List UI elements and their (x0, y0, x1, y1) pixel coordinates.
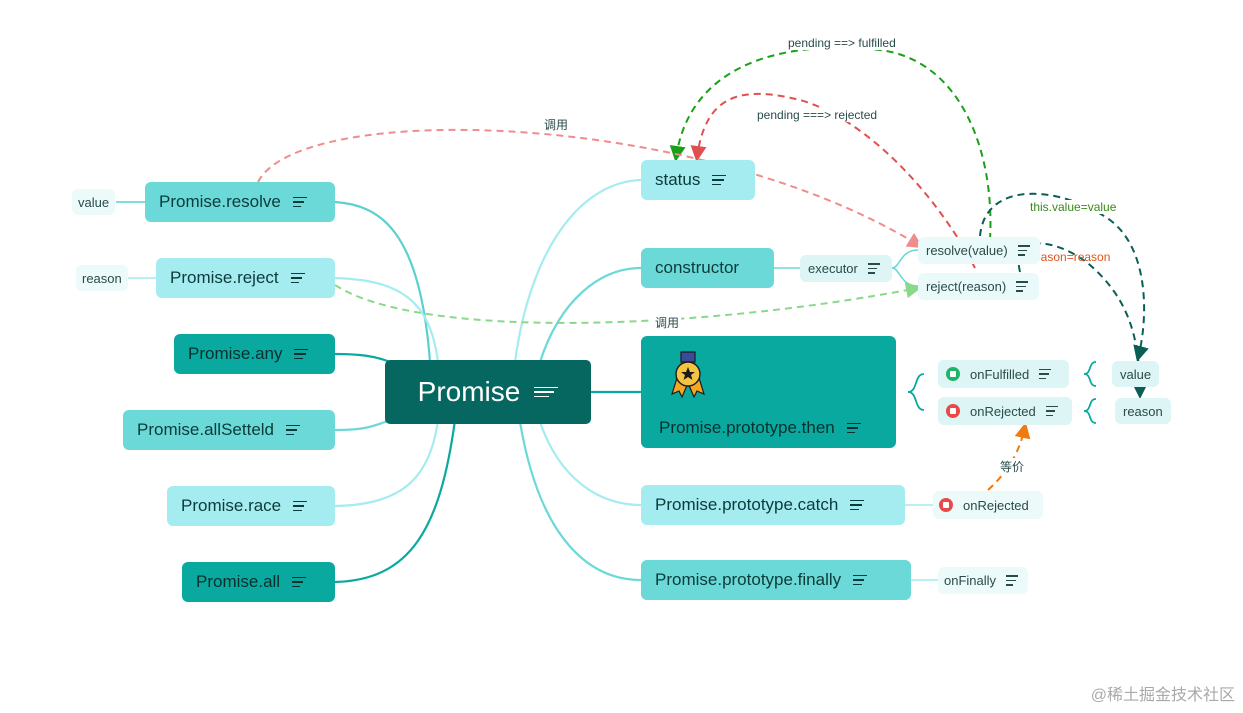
edge-allsetteld (334, 418, 391, 432)
edge-race (334, 419, 440, 508)
arrow-call-reject (334, 282, 922, 324)
label-equivalent: 等价 (998, 458, 1027, 475)
node-label: Promise.any (188, 344, 283, 363)
notes-icon (712, 172, 727, 189)
notes-icon (294, 346, 309, 363)
node-promise-resolve[interactable]: Promise.resolve (145, 182, 335, 222)
medal-icon (671, 351, 705, 399)
notes-icon (292, 574, 307, 591)
node-label: Promise.reject (170, 268, 279, 287)
notes-icon (534, 384, 559, 401)
notes-icon (1006, 572, 1019, 589)
watermark: @稀土掘金技术社区 (1090, 687, 1235, 704)
arrow-this-value (979, 192, 1149, 362)
arrow-call-resolve (257, 128, 924, 249)
notes-icon (292, 194, 307, 211)
node-label: onFinally (944, 573, 997, 588)
node-then-reason[interactable]: reason (1115, 398, 1171, 424)
node-onfulfilled[interactable]: onFulfilled (938, 360, 1069, 388)
notes-icon (286, 422, 301, 439)
node-label: Promise.allSetteld (137, 420, 275, 439)
label-pending-fulfilled: pending ==> fulfilled (786, 36, 898, 50)
node-label: Promise.race (181, 496, 282, 515)
flag-icon (939, 498, 953, 512)
node-label: Promise.prototype.finally (655, 570, 842, 589)
node-label: value (1120, 366, 1152, 382)
node-promise-any[interactable]: Promise.any (174, 334, 335, 374)
root-label: Promise (417, 376, 521, 407)
node-label: Promise.all (196, 572, 281, 591)
notes-icon (1039, 366, 1052, 383)
node-label: Promise.prototype.then (659, 418, 835, 437)
node-label: executor (808, 261, 858, 276)
node-executor[interactable]: executor (800, 255, 892, 282)
node-prototype-finally[interactable]: Promise.prototype.finally (641, 560, 911, 600)
star-badge-icon (946, 367, 960, 381)
node-label: reject(reason) (926, 279, 1007, 294)
node-label: Promise.resolve (159, 192, 281, 211)
node-label: reason (1123, 403, 1163, 419)
root-node-promise[interactable]: Promise (385, 360, 591, 424)
node-label: onRejected (963, 497, 1029, 513)
notes-icon (867, 260, 880, 277)
label-this-value: this.value=value (1028, 200, 1119, 214)
node-status[interactable]: status (641, 160, 755, 200)
node-label: onFulfilled (970, 366, 1030, 382)
notes-icon (853, 572, 868, 589)
param-label: reason (82, 270, 122, 286)
node-label: Promise.prototype.catch (655, 495, 839, 514)
edge-any (334, 352, 391, 364)
label-call-resolve: 调用 (542, 116, 571, 133)
brace-rejected (1083, 398, 1097, 424)
node-promise-allsetteld[interactable]: Promise.allSetteld (123, 410, 335, 450)
notes-icon (1016, 278, 1029, 295)
notes-icon (1017, 242, 1030, 259)
label-call-reject: 调用 (653, 314, 682, 331)
node-promise-all[interactable]: Promise.all (182, 562, 335, 602)
arrow-pending-fulfilled (669, 46, 992, 241)
param-label: value (78, 194, 110, 210)
arrow-pending-rejected (690, 92, 976, 269)
node-label: resolve(value) (926, 243, 1008, 258)
star-badge-icon (946, 404, 960, 418)
notes-icon (850, 497, 865, 514)
edge-catch (538, 421, 642, 507)
edge-executor-resolve (891, 249, 919, 269)
node-onrejected[interactable]: onRejected (938, 397, 1072, 425)
node-catch-onrejected[interactable]: onRejected (933, 491, 1043, 519)
notes-icon (846, 420, 861, 437)
notes-icon (293, 498, 308, 515)
edge-finally (518, 421, 642, 582)
edge-executor-reject (891, 267, 919, 287)
edge-all (334, 419, 457, 584)
node-label: status (655, 170, 701, 189)
param-value[interactable]: value (72, 189, 116, 215)
node-prototype-catch[interactable]: Promise.prototype.catch (641, 485, 905, 525)
node-promise-race[interactable]: Promise.race (167, 486, 335, 526)
brace-fulfilled (1083, 361, 1097, 387)
node-label: onRejected (970, 403, 1036, 419)
node-promise-reject[interactable]: Promise.reject (156, 258, 335, 298)
edge-resolve (334, 200, 432, 363)
notes-icon (1045, 403, 1058, 420)
node-then-value[interactable]: value (1112, 361, 1160, 387)
edge-constructor (538, 266, 642, 363)
node-resolve-fn[interactable]: resolve(value) (918, 237, 1040, 264)
node-label: constructor (655, 258, 740, 277)
node-onfinally[interactable]: onFinally (938, 567, 1028, 594)
label-pending-rejected: pending ===> rejected (755, 108, 880, 122)
node-reject-fn[interactable]: reject(reason) (918, 273, 1039, 300)
node-prototype-then[interactable]: Promise.prototype.then (641, 336, 896, 448)
node-constructor[interactable]: constructor (641, 248, 774, 288)
notes-icon (290, 270, 305, 287)
edge-reject (334, 276, 440, 363)
param-reason[interactable]: reason (76, 265, 128, 291)
brace-then (907, 373, 925, 411)
